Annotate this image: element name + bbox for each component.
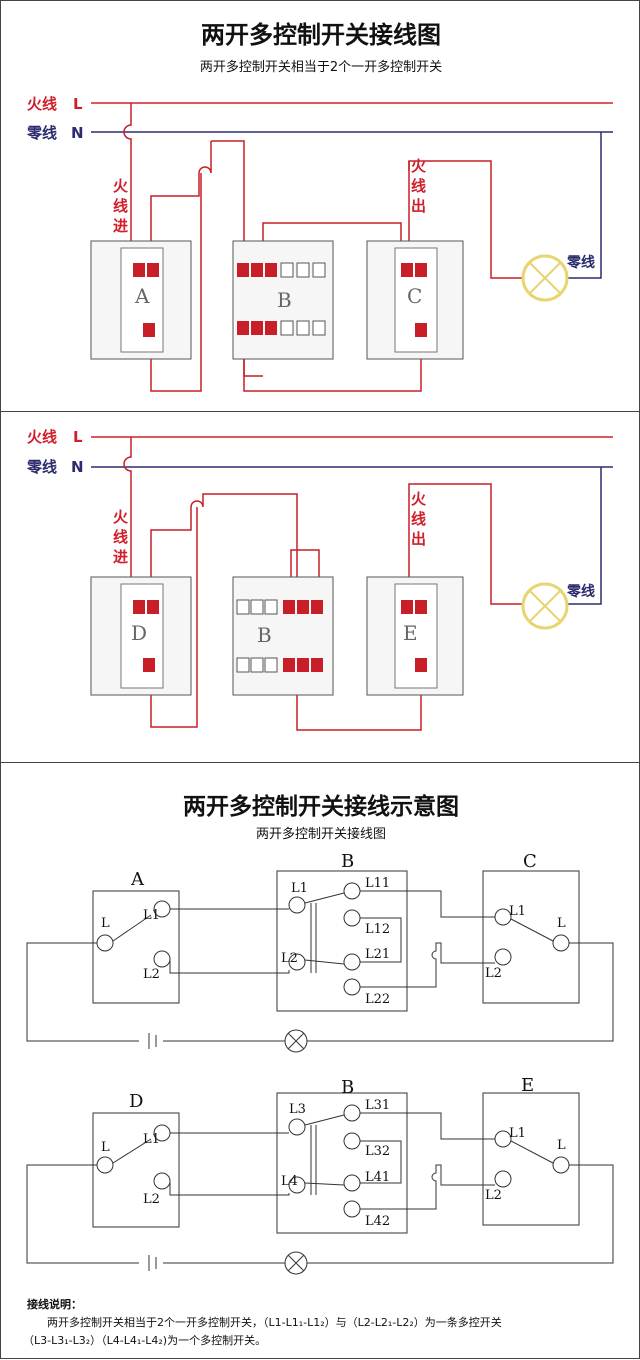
lamp-neutral-label: 零线 bbox=[566, 254, 595, 271]
live-label-2: 火线 bbox=[27, 428, 57, 446]
red-wiring-2 bbox=[123, 437, 523, 731]
svg-text:L21: L21 bbox=[365, 947, 390, 962]
neutral-label-N-2: N bbox=[71, 458, 84, 476]
schematic-1 bbox=[26, 870, 614, 1053]
neutral-label-N: N bbox=[71, 124, 84, 142]
wiring-diagram-2: 火线 L 零线 N 火 线 进 火 线 出 零线 bbox=[26, 428, 613, 731]
lamp-neutral-label-2: 零线 bbox=[566, 583, 595, 600]
svg-text:B: B bbox=[341, 851, 354, 872]
svg-text:L: L bbox=[557, 916, 566, 931]
svg-text:L2: L2 bbox=[281, 951, 298, 966]
svg-text:L2: L2 bbox=[143, 967, 160, 982]
switch-C: C bbox=[366, 240, 464, 360]
notes-title: 接线说明： bbox=[27, 1298, 82, 1311]
page-title: 两开多控制开关接线图 bbox=[201, 21, 441, 49]
svg-text:L12: L12 bbox=[365, 922, 390, 937]
svg-text:L2: L2 bbox=[143, 1192, 160, 1207]
schematic-2-labels: D B E L L1 L2 L3 L4 L31 L32 L41 L42 L1 L… bbox=[101, 1075, 566, 1229]
fire-in-2: 线 bbox=[113, 197, 128, 215]
svg-text:L22: L22 bbox=[365, 992, 390, 1007]
svg-text:L: L bbox=[557, 1138, 566, 1153]
svg-text:D: D bbox=[129, 1091, 143, 1112]
svg-text:A: A bbox=[134, 284, 150, 308]
page-subtitle: 两开多控制开关相当于2个一开多控制开关 bbox=[199, 60, 443, 75]
svg-text:C: C bbox=[523, 851, 537, 872]
svg-text:L1: L1 bbox=[143, 908, 160, 923]
wiring-diagram-1: 火线 L 零线 N 火 线 进 火 线 出 bbox=[26, 95, 613, 392]
neutral-label-2: 零线 bbox=[26, 458, 57, 476]
svg-text:E: E bbox=[403, 621, 418, 645]
top-diagram-panel: 两开多控制开关接线图 两开多控制开关相当于2个一开多控制开关 火线 L 零线 N… bbox=[0, 0, 640, 412]
svg-text:E: E bbox=[521, 1075, 534, 1096]
fire-in-3: 进 bbox=[113, 217, 128, 235]
lamp-icon-2 bbox=[521, 582, 569, 630]
fire-out-1b: 火 bbox=[411, 490, 427, 508]
switch-B: B bbox=[232, 240, 334, 360]
schematic-2 bbox=[26, 1092, 614, 1275]
svg-text:D: D bbox=[131, 621, 147, 645]
switch-A: A bbox=[90, 240, 192, 360]
fire-out-1: 火 bbox=[411, 157, 427, 175]
lamp-neutral-wire bbox=[567, 132, 602, 279]
fire-out-3: 出 bbox=[411, 197, 426, 215]
svg-text:A: A bbox=[130, 869, 145, 890]
notes-line-1: 两开多控制开关相当于2个一开多控制开关，（L1-L1₁-L1₂）与（L2-L2₁… bbox=[47, 1316, 502, 1329]
neutral-label: 零线 bbox=[26, 124, 57, 142]
svg-text:L2: L2 bbox=[485, 966, 502, 981]
fire-in-3b: 进 bbox=[113, 548, 128, 566]
svg-text:L31: L31 bbox=[365, 1098, 390, 1113]
svg-text:L4: L4 bbox=[281, 1174, 298, 1189]
svg-text:B: B bbox=[277, 288, 292, 312]
svg-text:L3: L3 bbox=[289, 1102, 306, 1117]
schematic-1-labels: A B C L L1 L2 L1 L2 L11 L12 L21 L22 L1 L… bbox=[101, 851, 566, 1007]
switch-E: E bbox=[366, 576, 464, 696]
lamp-neutral-wire-2 bbox=[567, 467, 602, 605]
switch-D: D bbox=[90, 576, 192, 696]
svg-text:L1: L1 bbox=[143, 1132, 160, 1147]
svg-text:L1: L1 bbox=[291, 881, 308, 896]
svg-text:L32: L32 bbox=[365, 1144, 390, 1159]
live-label-L-2: L bbox=[73, 428, 83, 446]
fire-out-3b: 出 bbox=[411, 530, 426, 548]
fire-out-2b: 线 bbox=[411, 510, 426, 528]
fire-in-1: 火 bbox=[113, 177, 129, 195]
svg-text:L: L bbox=[101, 1140, 110, 1155]
lamp-icon bbox=[521, 254, 569, 302]
svg-text:B: B bbox=[257, 623, 272, 647]
notes-line-2: （L3-L3₁-L3₂）（L4-L4₁-L4₂)为一个多控制开关。 bbox=[23, 1334, 267, 1347]
svg-text:C: C bbox=[407, 284, 422, 308]
fire-out-2: 线 bbox=[411, 177, 426, 195]
schematic-diagrams: A B C L L1 L2 L1 L2 L11 L12 L21 L22 L1 L… bbox=[26, 851, 614, 1275]
svg-text:B: B bbox=[341, 1077, 354, 1098]
fire-in-2b: 线 bbox=[113, 528, 128, 546]
svg-text:L1: L1 bbox=[509, 1126, 526, 1141]
svg-text:L42: L42 bbox=[365, 1214, 390, 1229]
top-diagram-panel-2: 火线 L 零线 N 火 线 进 火 线 出 零线 bbox=[0, 411, 640, 763]
svg-text:L2: L2 bbox=[485, 1188, 502, 1203]
bottom-schematic-panel: 两开多控制开关接线示意图 两开多控制开关接线图 bbox=[0, 762, 640, 1359]
svg-text:L1: L1 bbox=[509, 904, 526, 919]
live-label-L: L bbox=[73, 95, 83, 113]
fire-in-1b: 火 bbox=[113, 508, 129, 526]
schematic-title: 两开多控制开关接线示意图 bbox=[183, 794, 459, 820]
svg-text:L41: L41 bbox=[365, 1170, 390, 1185]
schematic-subtitle: 两开多控制开关接线图 bbox=[255, 827, 386, 842]
live-label: 火线 bbox=[27, 95, 57, 113]
svg-text:L11: L11 bbox=[365, 876, 390, 891]
switch-B-2: B bbox=[232, 576, 334, 696]
svg-text:L: L bbox=[101, 916, 110, 931]
